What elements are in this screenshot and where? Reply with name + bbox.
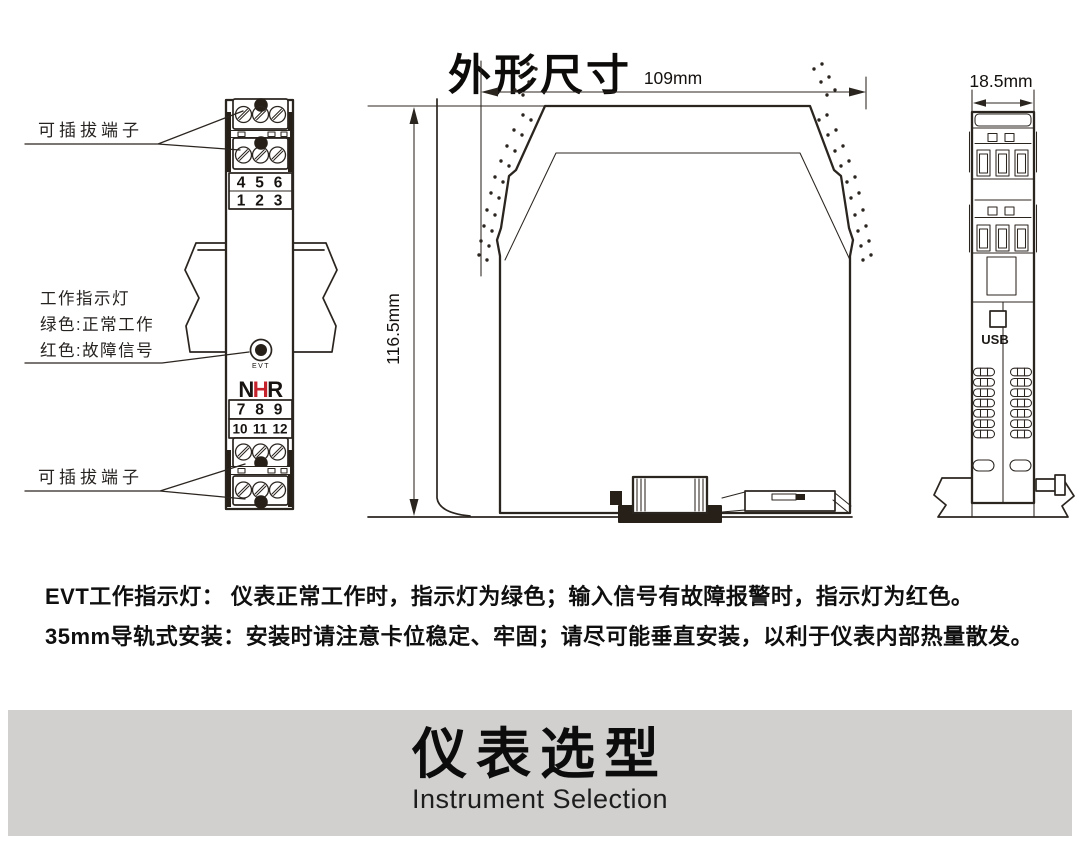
end-terminal-group-1 [971,113,1035,201]
usb-port [989,310,1007,328]
section-banner: 仪表选型 Instrument Selection [8,710,1072,836]
front-view: 4 5 6 1 2 3 EVT NHR 7 8 9 10 11 12 [24,98,338,511]
end-latch [1035,474,1066,496]
end-width-dimension-label: 18.5mm [969,71,1032,91]
latch [721,490,852,514]
leader-lines [24,110,250,500]
bottom-terminal-label: 可插拔端子 [38,468,143,487]
top-terminal-blocks [226,98,293,172]
terminal-9: 9 [274,402,283,419]
height-dimension: 116.5mm [383,107,419,516]
banner-subtitle: Instrument Selection [411,783,669,814]
usb-label: USB [981,332,1008,347]
inner-profile [504,152,851,261]
end-terminal-group-2 [971,206,1035,254]
din-clip [610,475,722,523]
module-profile [495,104,855,515]
terminal-5: 5 [255,175,264,192]
indicator-label-2: 绿色:正常工作 [40,315,154,334]
terminal-7: 7 [237,402,246,419]
terminal-12: 12 [272,422,287,437]
dimension-drawing: 4 5 6 1 2 3 EVT NHR 7 8 9 10 11 12 [24,60,1075,523]
brand-logo: NHR [238,377,283,402]
side-view: 109mm 116.5mm [367,60,873,523]
banner-title: 仪表选型 [411,723,668,785]
indicator-label-3: 红色:故障信号 [40,341,154,360]
width-dimension-label: 109mm [644,68,702,88]
din-rail-end [933,477,1075,518]
end-view: 18.5mm [933,71,1075,518]
end-width-dimension: 18.5mm [969,71,1035,113]
terminal-3: 3 [274,193,283,210]
top-terminal-label: 可插拔端子 [38,121,143,140]
din-rail-front [184,242,338,353]
indicator-label-1: 工作指示灯 [40,289,130,308]
terminal-8: 8 [255,402,264,419]
terminal-1: 1 [237,193,246,210]
height-dimension-label: 116.5mm [383,293,403,365]
terminal-11: 11 [253,422,268,437]
note-rail-mounting: 35mm导轨式安装：安装时请注意卡位稳定、牢固；请尽可能垂直安装，以利于仪表内部… [45,624,1034,649]
bottom-terminal-blocks [226,437,293,509]
terminal-numbers-bottom: 7 8 9 10 11 12 [228,399,293,439]
terminal-numbers-top: 4 5 6 1 2 3 [228,172,293,210]
terminal-2: 2 [255,193,264,210]
terminal-6: 6 [274,175,283,192]
terminal-4: 4 [237,175,246,192]
status-led [249,338,273,362]
led-label: EVT [252,363,270,370]
note-evt-indicator: EVT工作指示灯： 仪表正常工作时，指示灯为绿色；输入信号有故障报警时，指示灯为… [45,584,974,609]
hinge-box [986,256,1017,296]
width-dimension: 109mm [481,68,866,97]
terminal-10: 10 [232,422,247,437]
